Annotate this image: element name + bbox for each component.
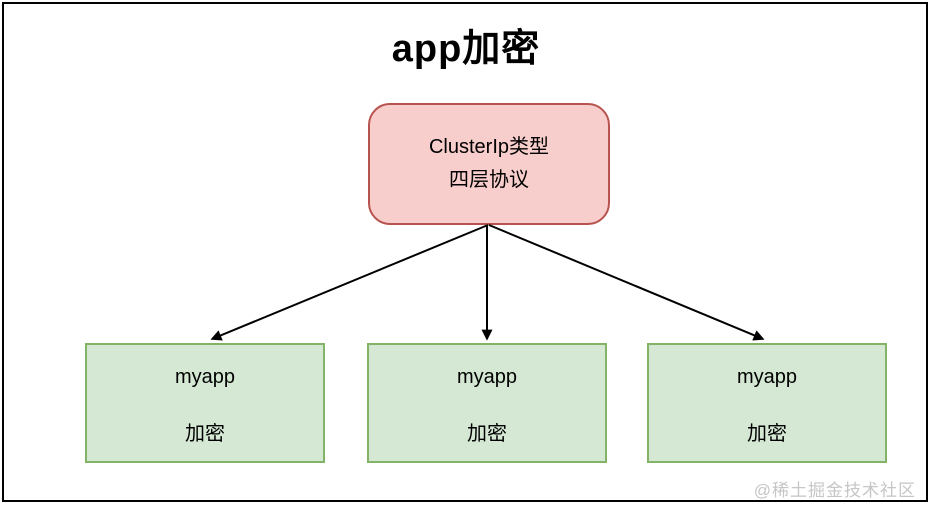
- node-myapp-3: myapp 加密: [647, 343, 887, 463]
- node-myapp-3-label: 加密: [747, 423, 787, 445]
- node-myapp-2-name: myapp: [456, 366, 518, 388]
- watermark-text: @稀土掘金技术社区: [753, 481, 916, 500]
- node-myapp-2-label: 加密: [467, 423, 507, 445]
- node-cluster-ip-line1: ClusterIp类型: [428, 136, 550, 158]
- node-myapp-3-name: myapp: [736, 366, 798, 388]
- node-myapp-1: myapp 加密: [85, 343, 325, 463]
- node-cluster-ip-line2: 四层协议: [449, 169, 529, 191]
- node-myapp-2: myapp 加密: [367, 343, 607, 463]
- node-cluster-ip: ClusterIp类型 四层协议: [368, 103, 610, 225]
- page-title: app加密: [391, 28, 541, 70]
- node-myapp-1-name: myapp: [174, 366, 236, 388]
- node-myapp-1-label: 加密: [185, 423, 225, 445]
